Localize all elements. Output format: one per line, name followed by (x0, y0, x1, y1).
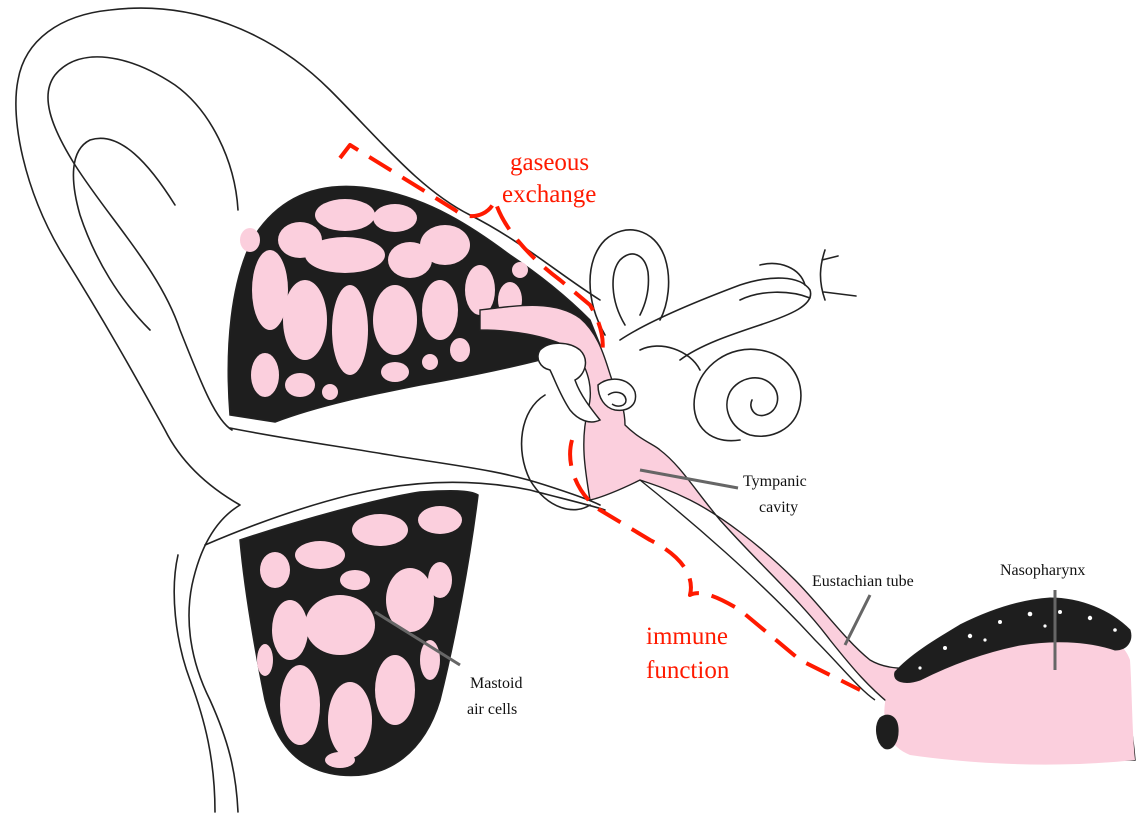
upper-mastoid-region (228, 186, 600, 422)
immune-label-line2: function (646, 657, 730, 684)
tympanic-cavity-label-line2: cavity (759, 499, 798, 516)
facial-nerve-stub (820, 250, 856, 300)
immune-label-line1: immune (646, 623, 728, 650)
leader-eustachian (845, 595, 870, 645)
auricle-tragus (174, 555, 215, 812)
torus-tissue (877, 715, 899, 749)
auricle-inner-fold (48, 57, 238, 430)
mastoid-label-line2: air cells (467, 701, 517, 718)
lower-mastoid-region (240, 491, 478, 776)
gaseous-label-line2: exchange (502, 181, 596, 208)
cochlear-connection (640, 346, 700, 370)
inner-ear (590, 230, 856, 441)
mastoid-label-line1: Mastoid (470, 675, 522, 692)
cochlea (694, 349, 801, 440)
tympanic-cavity-label-line1: Tympanic (743, 473, 807, 490)
eustachian-tube-label: Eustachian tube (812, 573, 914, 590)
gaseous-label-line1: gaseous (510, 149, 589, 176)
nasopharynx-label: Nasopharynx (1000, 562, 1085, 579)
